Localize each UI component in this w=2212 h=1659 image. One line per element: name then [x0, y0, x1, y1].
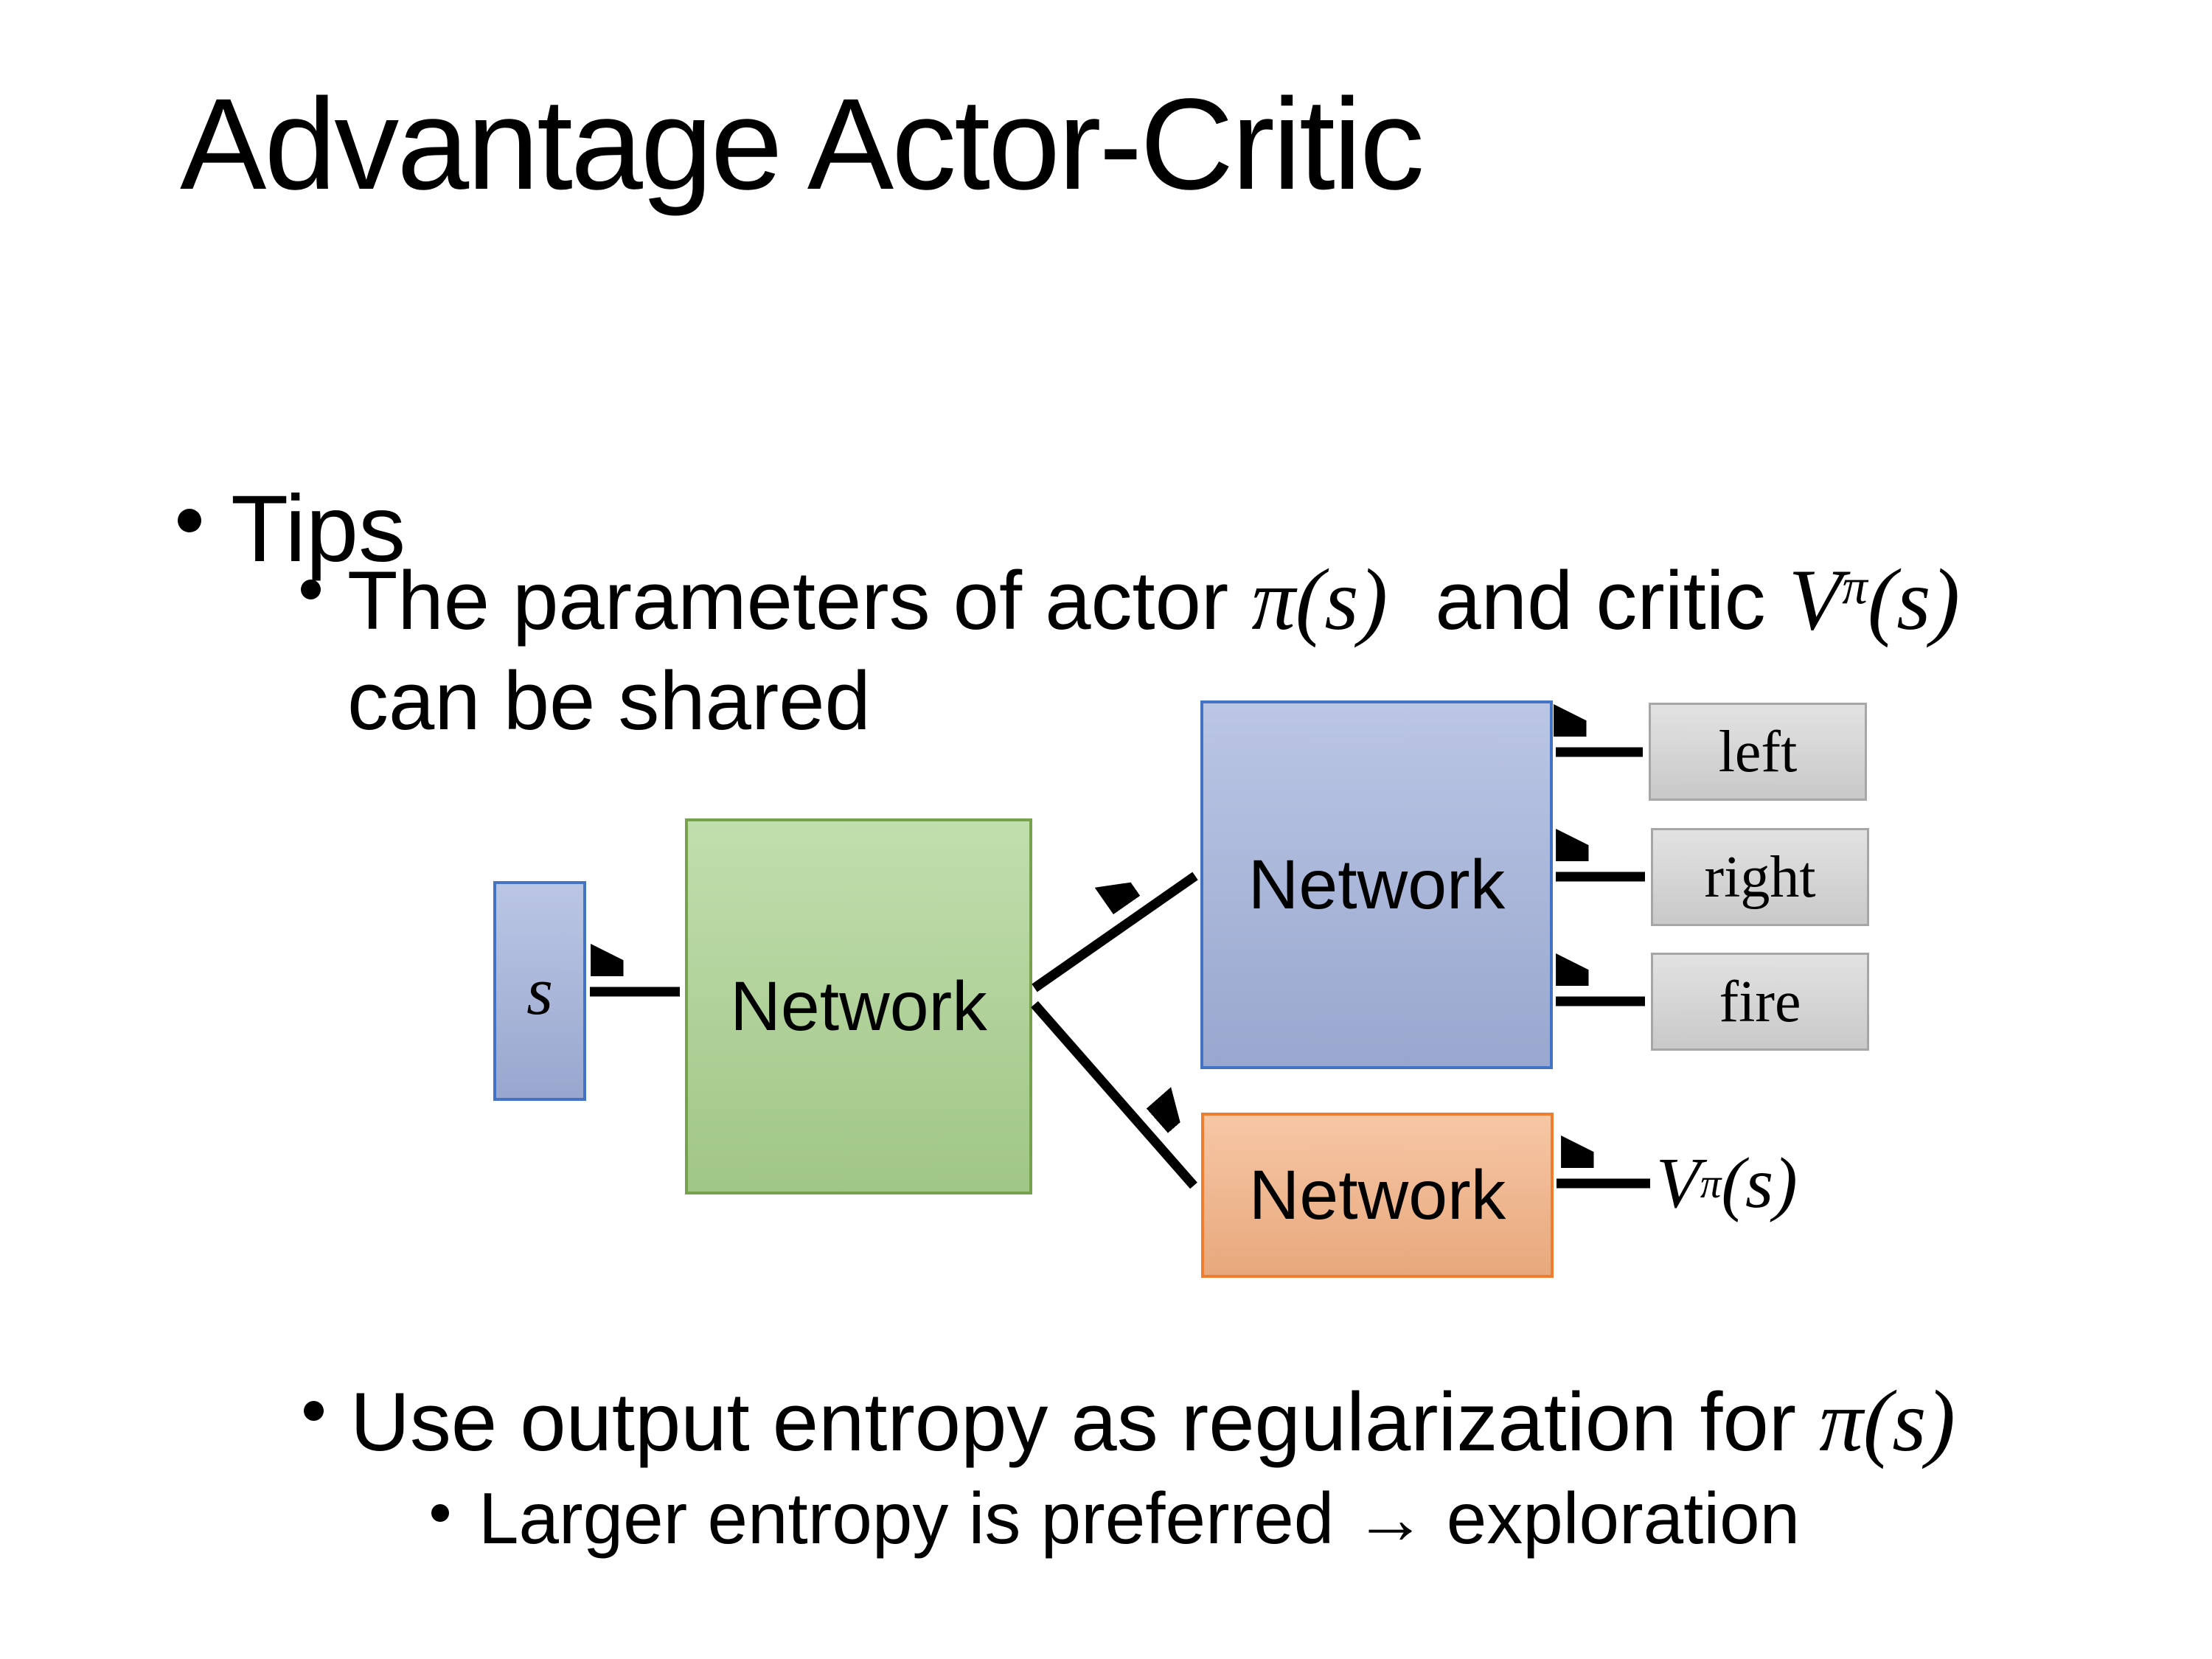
- bullet-shared-params: The parameters of actor π(s) and critic …: [301, 547, 1960, 751]
- shared-params-line2: can be shared: [347, 655, 871, 748]
- action-label-fire: fire: [1719, 969, 1801, 1034]
- state-box: s: [493, 881, 586, 1101]
- entropy-prefix-text: Use output entropy as regularization for: [350, 1376, 1820, 1468]
- entropy-pi-term: π(s): [1819, 1372, 1955, 1470]
- critic-network-label: Network: [1248, 1155, 1506, 1234]
- actor-pi-term: π(s): [1251, 551, 1388, 648]
- bullet-entropy-text: Use output entropy as regularization for…: [350, 1368, 1955, 1473]
- bullet-tips-label: Tips: [231, 476, 406, 582]
- bullet-dot-icon: [431, 1504, 449, 1522]
- critic-pi-superscript: π: [1842, 558, 1868, 615]
- actor-network-label: Network: [1248, 845, 1506, 924]
- shared-network-label: Network: [730, 967, 987, 1046]
- shared-network-box: Network: [685, 818, 1032, 1194]
- bullet-dot-icon: [178, 509, 201, 532]
- bullet-exploration-label: Larger entropy is preferred → exploratio…: [479, 1478, 1801, 1559]
- arrow-shared-to-critic: [1031, 1001, 1197, 1189]
- action-box-left: left: [1649, 703, 1867, 801]
- page-title: Advantage Actor-Critic: [180, 72, 1425, 217]
- bullet-shared-params-text: The parameters of actor π(s) and critic …: [347, 547, 1960, 751]
- value-v-base: V: [1656, 1144, 1700, 1223]
- bullet-dot-icon: [304, 1401, 324, 1421]
- action-label-right: right: [1704, 844, 1816, 910]
- shared-mid-text: and critic: [1412, 554, 1789, 647]
- action-box-right: right: [1651, 828, 1869, 926]
- critic-args: (s): [1867, 551, 1961, 648]
- critic-value-term: Vπ(s): [1789, 551, 1960, 648]
- arrow-shared-to-actor: [1032, 872, 1198, 992]
- critic-v-base: V: [1788, 551, 1843, 648]
- bullet-tips: Tips: [178, 473, 406, 585]
- actor-network-box: Network: [1200, 700, 1553, 1069]
- shared-params-line1: The parameters of actor π(s) and critic …: [347, 547, 1960, 652]
- action-label-left: left: [1718, 719, 1798, 785]
- bullet-entropy-regularization: Use output entropy as regularization for…: [304, 1368, 1955, 1473]
- bullet-exploration: Larger entropy is preferred → exploratio…: [431, 1476, 1800, 1562]
- state-label: s: [526, 953, 553, 1029]
- value-args: (s): [1721, 1144, 1798, 1223]
- value-pi-superscript: π: [1700, 1160, 1722, 1207]
- critic-network-box: Network: [1201, 1113, 1554, 1278]
- action-box-fire: fire: [1651, 953, 1869, 1051]
- bullet-dot-icon: [301, 580, 321, 599]
- shared-prefix-text: The parameters of actor: [347, 554, 1252, 647]
